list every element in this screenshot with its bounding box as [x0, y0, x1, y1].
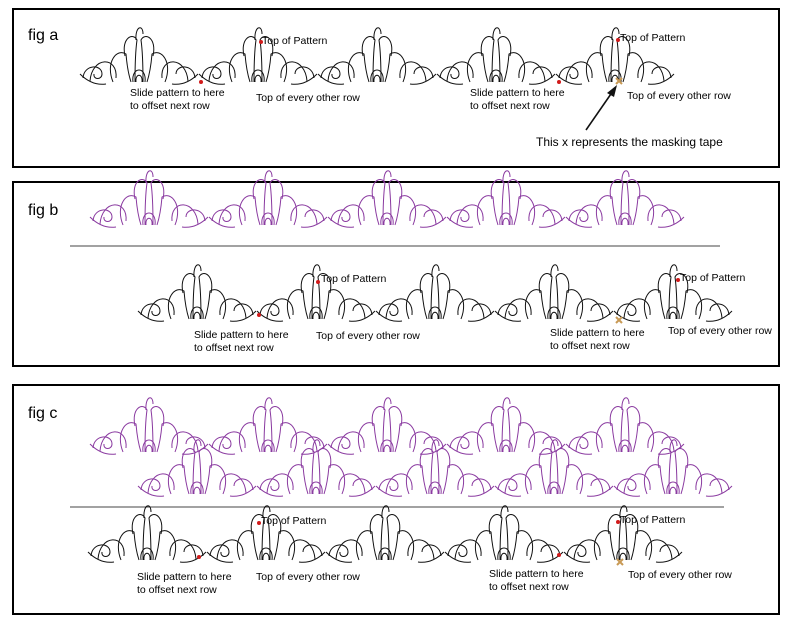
feather-motif: [79, 27, 199, 85]
feather-motif: [446, 170, 566, 228]
fig-c-pattern-row: [87, 505, 683, 563]
fig-b-label: fig b: [28, 202, 58, 219]
fig-b-top-marker-1: [316, 280, 320, 284]
feather-motif: [325, 505, 445, 563]
fig-c-every-other-row-2: Top of every other row: [628, 569, 732, 581]
fig-c-purple-row-1: [89, 397, 685, 455]
fig-c-top-marker-2: [616, 520, 620, 524]
fig-b-diagram: fig b Top of Pattern Top of Pattern Slid…: [28, 170, 772, 354]
fig-c-slide-text-2b: to offset next row: [489, 581, 569, 593]
fig-a-label: fig a: [28, 27, 58, 44]
fig-a-slide-dot-2: [557, 80, 561, 84]
feather-motif: [89, 397, 209, 455]
panel-fig-a: fig a Top of Pattern Top of Pattern Slid…: [12, 8, 780, 168]
fig-a-tape-x: [615, 77, 623, 85]
fig-b-every-other-row-1: Top of every other row: [316, 330, 420, 342]
fig-a-tape-arrow: [585, 85, 617, 131]
fig-c-slide-text-1a: Slide pattern to here: [137, 571, 232, 583]
feather-motif: [436, 27, 556, 85]
fig-a-slide-text-1a: Slide pattern to here: [130, 87, 225, 99]
fig-b-slide-text-1b: to offset next row: [194, 342, 274, 354]
fig-b-tape-x: [615, 316, 623, 324]
feather-motif: [87, 505, 207, 563]
feather-motif: [613, 264, 733, 322]
fig-a-diagram: fig a Top of Pattern Top of Pattern Slid…: [28, 27, 731, 149]
feather-motif: [137, 264, 257, 322]
feather-motif: [494, 439, 614, 497]
fig-c-label: fig c: [28, 405, 57, 422]
fig-b-top-marker-2: [676, 278, 680, 282]
fig-c-top-marker-1: [257, 521, 261, 525]
fig-a-slide-text-2b: to offset next row: [470, 100, 550, 112]
panel-fig-b: fig b Top of Pattern Top of Pattern Slid…: [12, 170, 780, 367]
fig-a-top-marker-1: [259, 40, 263, 44]
fig-a-every-other-row-2: Top of every other row: [627, 90, 731, 102]
fig-a-top-of-pattern-1: Top of Pattern: [262, 35, 328, 47]
feather-motif: [565, 170, 685, 228]
feather-motif: [208, 170, 328, 228]
fig-b-purple-row: [89, 170, 685, 228]
fig-a-slide-dot-1: [199, 80, 203, 84]
fig-c-slide-text-2a: Slide pattern to here: [489, 568, 584, 580]
feather-motif: [256, 264, 376, 322]
fig-c-top-of-pattern-1: Top of Pattern: [261, 515, 327, 527]
feather-motif: [198, 27, 318, 85]
fig-b-pattern-row: [137, 264, 733, 322]
fig-b-slide-dot: [257, 313, 261, 317]
panel-fig-c: fig c Top of Pattern Top of Pattern Slid…: [12, 384, 780, 615]
feather-motif: [137, 439, 257, 497]
feather-motif: [563, 505, 683, 563]
feather-motif: [317, 27, 437, 85]
fig-a-every-other-row-1: Top of every other row: [256, 92, 360, 104]
fig-a-masking-tape-note: This x represents the masking tape: [536, 135, 723, 149]
feather-motif: [375, 264, 495, 322]
feather-motif: [327, 170, 447, 228]
feather-motif: [613, 439, 733, 497]
feather-motif: [444, 505, 564, 563]
fig-b-top-of-pattern-1: Top of Pattern: [321, 273, 387, 285]
fig-a-top-of-pattern-2: Top of Pattern: [620, 32, 686, 44]
feather-motif: [206, 505, 326, 563]
fig-c-slide-text-1b: to offset next row: [137, 584, 217, 596]
feather-motif: [446, 397, 566, 455]
fig-c-top-of-pattern-2: Top of Pattern: [620, 514, 686, 526]
fig-b-every-other-row-2: Top of every other row: [668, 325, 772, 337]
feather-motif: [89, 170, 209, 228]
fig-c-purple-row-2: [137, 439, 733, 497]
fig-a-pattern-row: [79, 27, 675, 85]
fig-c-every-other-row-1: Top of every other row: [256, 571, 360, 583]
fig-a-slide-text-2a: Slide pattern to here: [470, 87, 565, 99]
fig-b-slide-text-2b: to offset next row: [550, 340, 630, 352]
feather-motif: [327, 397, 447, 455]
fig-b-slide-text-2a: Slide pattern to here: [550, 327, 645, 339]
feather-motif: [375, 439, 495, 497]
fig-a-slide-text-1b: to offset next row: [130, 100, 210, 112]
fig-c-slide-dot-2: [557, 553, 561, 557]
feather-motif: [208, 397, 328, 455]
fig-c-tape-x: [616, 558, 624, 566]
fig-b-top-of-pattern-2: Top of Pattern: [680, 272, 746, 284]
feather-motif: [494, 264, 614, 322]
fig-a-top-marker-2: [616, 38, 620, 42]
fig-c-slide-dot-1: [197, 555, 201, 559]
feather-motif: [256, 439, 376, 497]
fig-c-diagram: fig c Top of Pattern Top of Pattern Slid…: [28, 397, 733, 596]
feather-motif: [565, 397, 685, 455]
fig-b-slide-text-1a: Slide pattern to here: [194, 329, 289, 341]
